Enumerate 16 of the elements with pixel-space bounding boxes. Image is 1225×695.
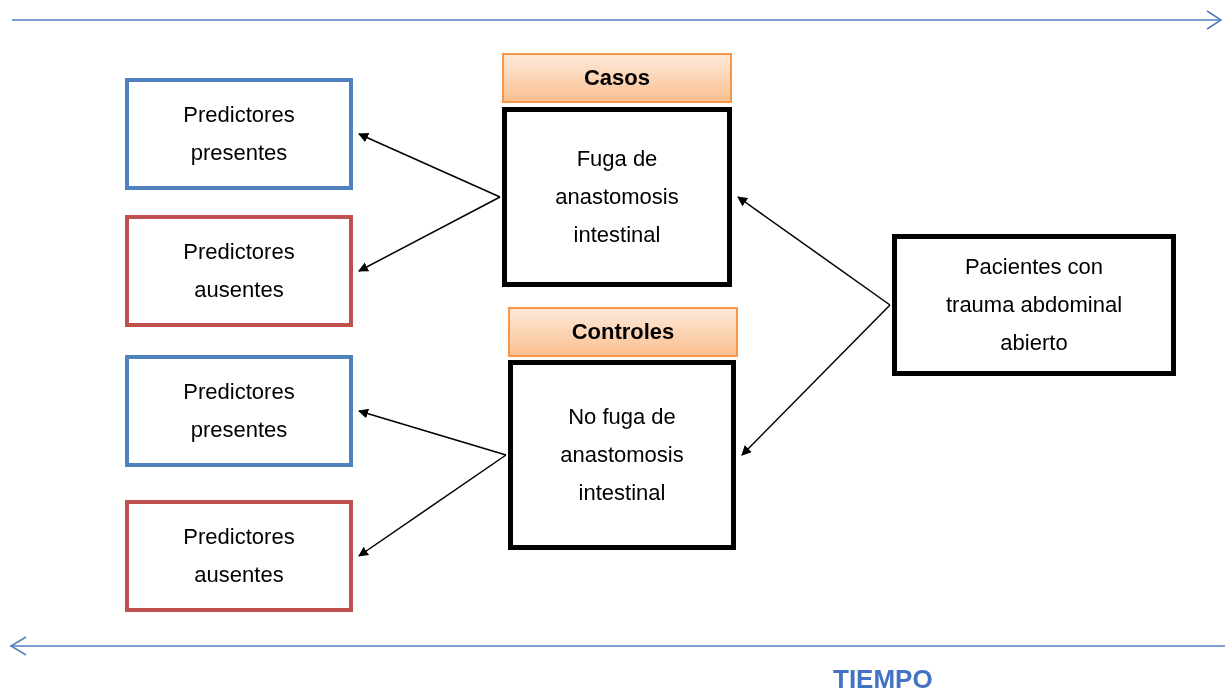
process-box: Predictores ausentes — [125, 500, 353, 612]
axis-label: TIEMPO — [833, 664, 933, 694]
process-box: Predictores presentes — [125, 78, 353, 190]
process-box: Pacientes con trauma abdominal abierto — [892, 234, 1176, 376]
process-box: Fuga de anastomosis intestinal — [502, 107, 732, 287]
arrow — [358, 408, 507, 456]
header-box: Controles — [508, 307, 738, 357]
header-box: Casos — [502, 53, 732, 103]
process-box: No fuga de anastomosis intestinal — [508, 360, 736, 550]
arrow — [737, 196, 891, 306]
arrow — [358, 196, 501, 272]
process-box: Predictores ausentes — [125, 215, 353, 327]
process-box: Predictores presentes — [125, 355, 353, 467]
arrow — [741, 304, 891, 456]
arrow — [358, 133, 501, 198]
arrow — [358, 454, 507, 557]
